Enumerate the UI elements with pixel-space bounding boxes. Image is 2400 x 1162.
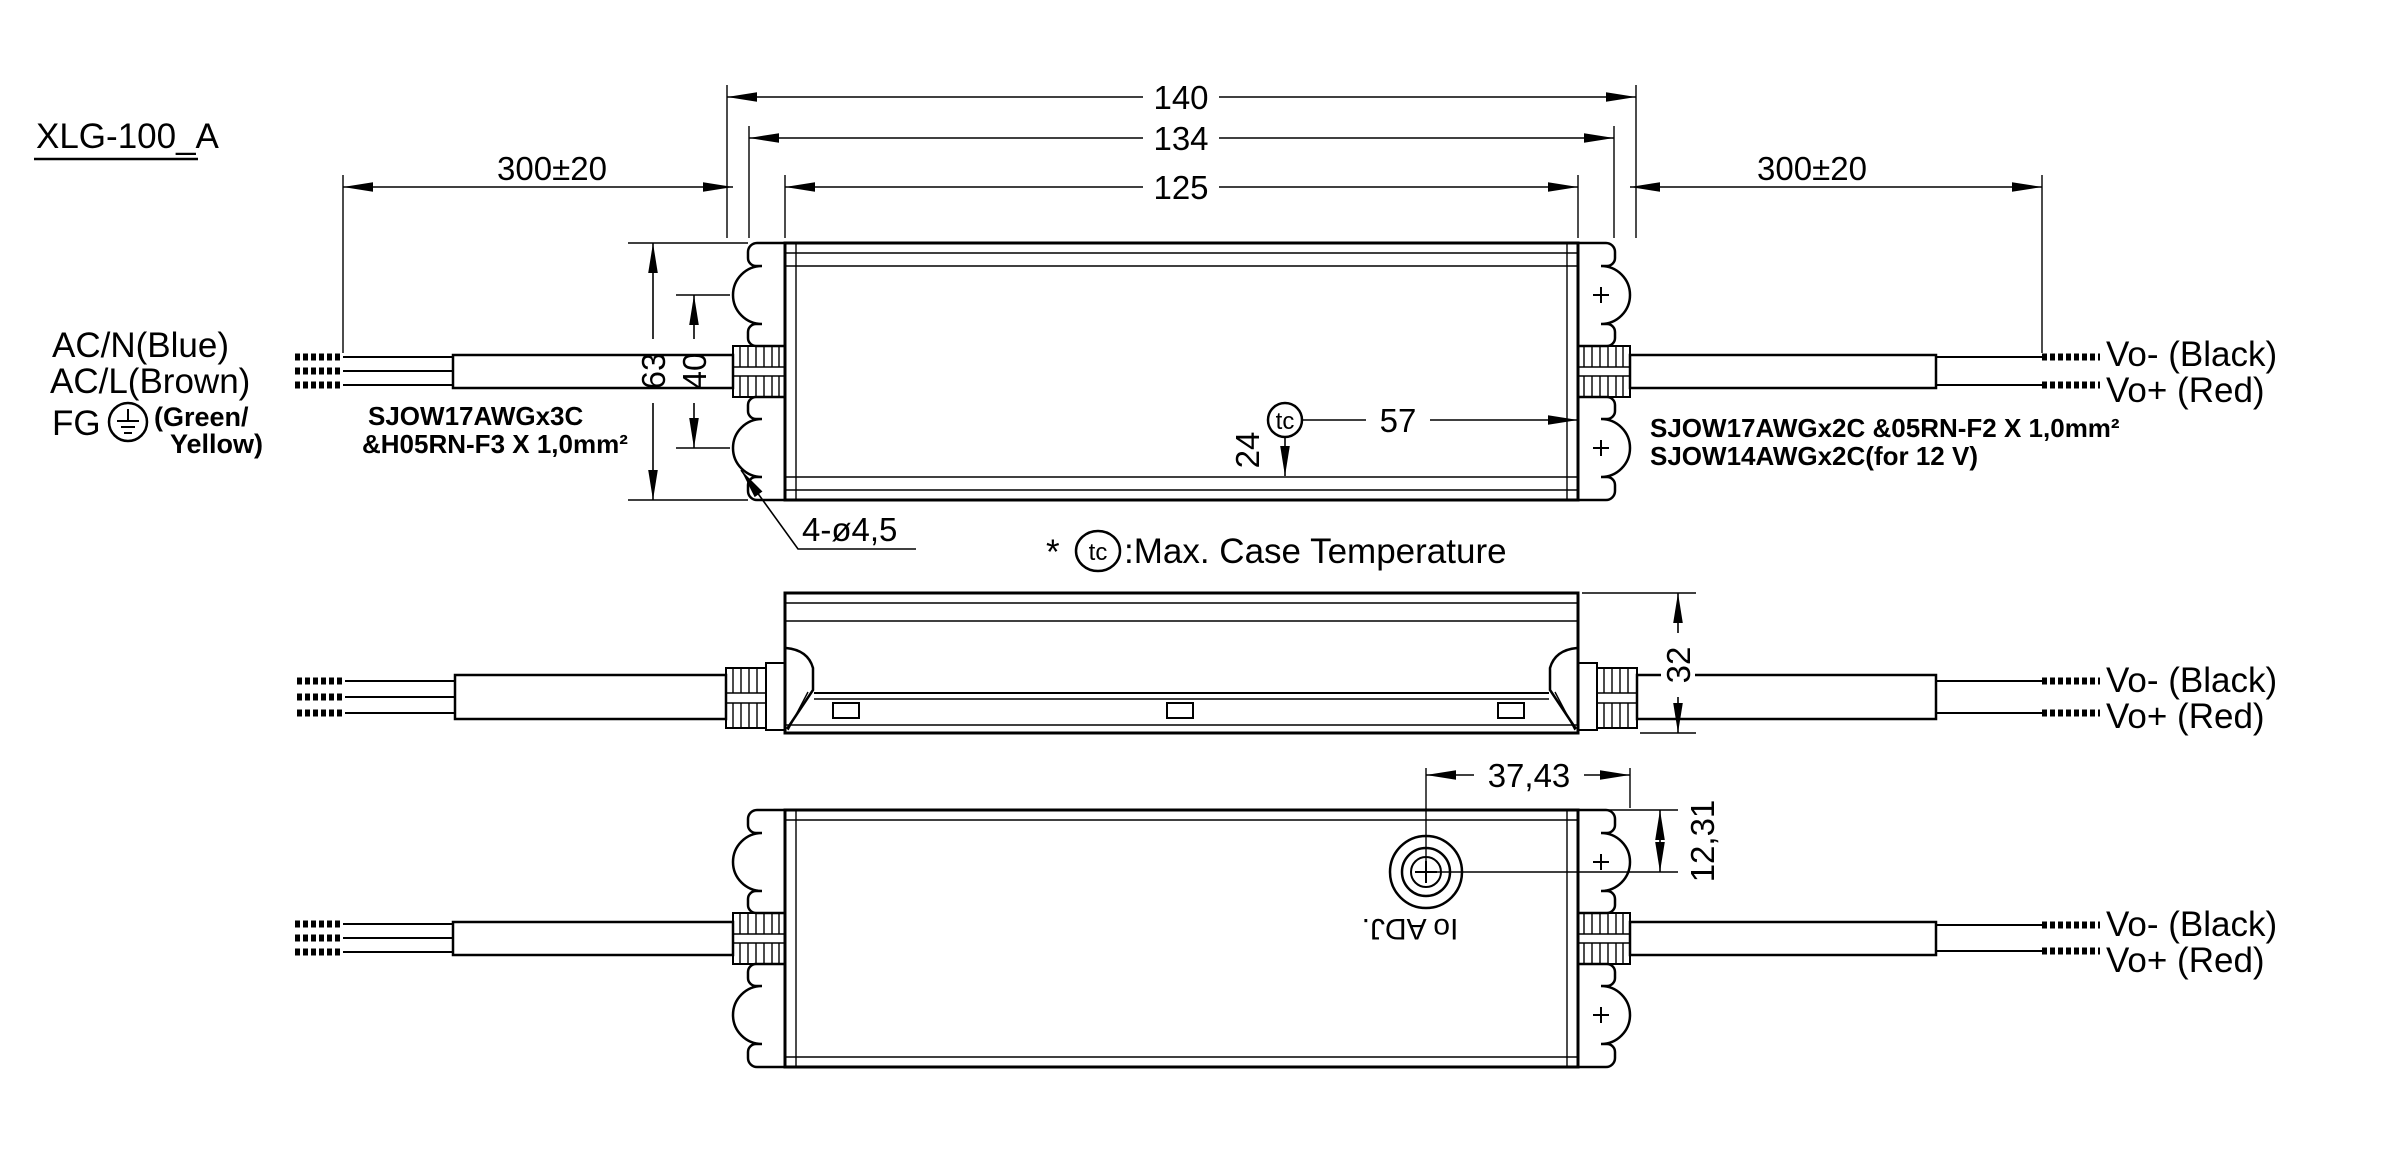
tc-measurement-point: tc 24 57 — [1229, 401, 1578, 476]
side-left-cable-gland — [725, 667, 767, 729]
front-input-cable — [295, 353, 735, 390]
output-wire-stripped-tips — [2042, 353, 2100, 389]
earth-ground-icon — [107, 401, 149, 443]
label-vo-plus: Vo+ (Red) — [2106, 371, 2265, 410]
dim-125: 125 — [1153, 169, 1208, 206]
input-cable-spec-1: SJOW17AWGx3C — [368, 401, 584, 431]
side-right-end-shoulder — [1548, 646, 1578, 730]
front-right-bracket-screws — [1593, 287, 1609, 456]
dim-134: 134 — [1153, 120, 1208, 157]
label-vo-minus: Vo- (Black) — [2106, 335, 2277, 374]
side-output-cable — [1635, 673, 2100, 721]
dim-32: 32 — [1660, 647, 1697, 684]
dim-input-wire-length: 300±20 — [497, 150, 607, 187]
tc-marker-label: tc — [1276, 408, 1295, 435]
front-view: 140 134 125 300±20 300±20 63 40 — [50, 79, 2277, 573]
bottom-left-mounting-bracket — [731, 808, 787, 1069]
page-title: XLG-100_A — [36, 117, 220, 156]
label-fg: FG — [52, 404, 101, 443]
input-wire-labels: AC/N(Blue) AC/L(Brown) FG (Green/ Yellow… — [50, 326, 628, 459]
mounting-hole-callout: 4-ø4,5 — [740, 469, 916, 550]
input-wire-stripped-tips — [295, 353, 343, 389]
base-slot-2 — [1166, 702, 1194, 719]
io-adjust-potentiometer: Io ADJ. — [1362, 768, 1678, 945]
dim-37-43: 37,43 — [1488, 757, 1571, 794]
label-vo-plus: Vo+ (Red) — [2106, 697, 2265, 736]
side-right-cable-gland — [1596, 667, 1638, 729]
bottom-pot-y-dimension: 12,31 — [1578, 800, 1721, 883]
side-output-wire-labels: Vo- (Black) Vo+ (Red) — [2106, 661, 2277, 736]
note-asterisk: * — [1046, 533, 1060, 572]
dim-63: 63 — [635, 353, 672, 390]
note-tc-circle-icon — [1074, 529, 1122, 573]
label-vo-minus: Vo- (Black) — [2106, 905, 2277, 944]
output-cable-spec-1: SJOW17AWGx2C &05RN-F2 X 1,0mm² — [1650, 413, 2120, 443]
bottom-output-wire-labels: Vo- (Black) Vo+ (Red) — [2106, 905, 2277, 980]
dim-57: 57 — [1380, 402, 1417, 439]
input-cable-spec-2: &H05RN-F3 X 1,0mm² — [362, 429, 628, 459]
front-left-mounting-bracket — [731, 241, 787, 502]
note-text: :Max. Case Temperature — [1124, 532, 1507, 571]
bottom-input-cable — [295, 920, 735, 957]
dim-140: 140 — [1153, 79, 1208, 116]
hole-callout-text: 4-ø4,5 — [802, 511, 897, 548]
bottom-output-cable — [1628, 920, 2100, 957]
bottom-pot-x-dimension: 37,43 — [1426, 757, 1631, 808]
label-fg-color-1: (Green/ — [154, 402, 249, 432]
dim-12-31: 12,31 — [1684, 800, 1721, 883]
front-right-mounting-bracket — [1576, 241, 1632, 502]
dim-24: 24 — [1229, 432, 1266, 469]
side-input-cable — [297, 673, 728, 721]
bottom-left-cable-gland — [732, 912, 786, 965]
dim-output-wire-length: 300±20 — [1757, 150, 1867, 187]
label-ac-n: AC/N(Blue) — [52, 326, 229, 365]
bottom-right-cable-gland — [1577, 912, 1631, 965]
dim-40: 40 — [676, 353, 713, 390]
bottom-view: Vo- (Black) Vo+ (Red) Io ADJ. 37,43 — [295, 757, 2277, 1069]
bottom-right-mounting-bracket — [1576, 808, 1632, 1069]
side-case-body — [783, 591, 1580, 735]
bottom-right-bracket-screws — [1593, 854, 1609, 1023]
label-vo-minus: Vo- (Black) — [2106, 661, 2277, 700]
label-ac-l: AC/L(Brown) — [50, 362, 250, 401]
output-cable-spec-2: SJOW14AWGx2C(for 12 V) — [1650, 441, 1978, 471]
side-right-end-plate — [1577, 662, 1598, 731]
side-view: Vo- (Black) Vo+ (Red) 32 — [297, 591, 2277, 736]
pot-label-upside-down: Io ADJ. — [1362, 912, 1459, 945]
label-vo-plus: Vo+ (Red) — [2106, 941, 2265, 980]
front-dimensions: 140 134 125 300±20 300±20 63 40 — [343, 79, 2042, 500]
label-fg-color-2: Yellow) — [170, 429, 263, 459]
note-tc-marker: tc — [1089, 539, 1108, 566]
front-output-wire-labels: Vo- (Black) Vo+ (Red) SJOW17AWGx2C &05RN… — [1650, 335, 2277, 471]
front-case-body — [783, 241, 1580, 502]
tc-note: * tc :Max. Case Temperature — [1046, 529, 1507, 573]
base-slot-1 — [832, 702, 860, 719]
front-left-cable-gland — [732, 345, 786, 398]
base-slot-3 — [1497, 702, 1525, 719]
side-height-dimension: 32 — [1582, 592, 1697, 734]
drawing-title: XLG-100_A — [34, 117, 220, 161]
side-left-end-plate — [765, 662, 786, 731]
front-output-cable — [1628, 353, 2100, 390]
front-right-cable-gland — [1577, 345, 1631, 398]
side-left-end-shoulder — [785, 646, 815, 730]
